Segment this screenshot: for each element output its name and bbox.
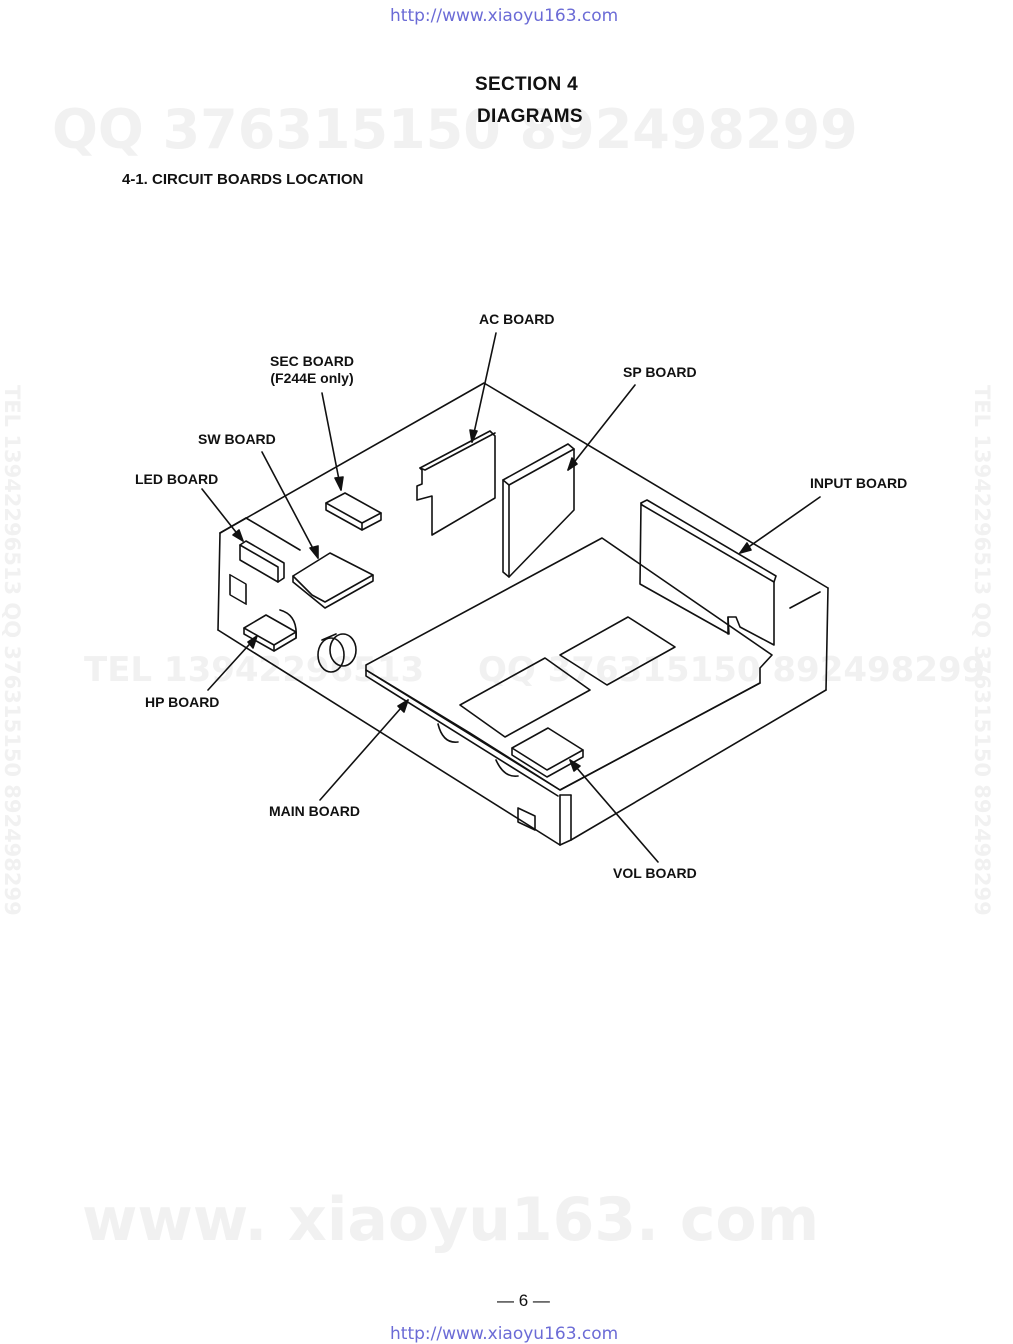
label-vol-board: VOL BOARD xyxy=(613,865,697,881)
watermark-qq-top: QQ 376315150 892498299 xyxy=(52,98,858,161)
chassis xyxy=(217,382,829,846)
label-sp-board: SP BOARD xyxy=(623,364,697,380)
label-ac-board: AC BOARD xyxy=(479,311,555,327)
sec-board xyxy=(325,492,382,531)
label-sec-board-line2: (F244E only) xyxy=(270,370,354,386)
page-number: — 6 — xyxy=(497,1291,550,1310)
subsection-title: 4-1. CIRCUIT BOARDS LOCATION xyxy=(122,171,364,188)
label-sec-board: SEC BOARD (F244E only) xyxy=(270,353,354,387)
footer-url[interactable]: http://www.xiaoyu163.com xyxy=(390,1324,619,1344)
watermark-side-left: TEL 13942296513 QQ 376315150 892498299 xyxy=(0,385,24,916)
label-hp-board: HP BOARD xyxy=(145,694,220,710)
main-board xyxy=(365,537,773,797)
led-board xyxy=(239,540,285,583)
watermark-bottom: www. xiaoyu163. com xyxy=(82,1185,820,1255)
watermark-side-right: TEL 13942296513 QQ 376315150 892498299 xyxy=(970,385,994,916)
label-sec-board-line1: SEC BOARD xyxy=(270,353,355,369)
section-title: DIAGRAMS xyxy=(477,106,583,127)
header-url[interactable]: http://www.xiaoyu163.com xyxy=(390,6,619,26)
hp-board xyxy=(243,614,297,652)
knob xyxy=(317,633,357,673)
sw-board xyxy=(292,552,374,609)
vol-board xyxy=(511,727,584,778)
sp-board xyxy=(502,443,575,578)
ac-board xyxy=(416,430,496,536)
leader-lines xyxy=(201,332,821,863)
label-input-board: INPUT BOARD xyxy=(810,475,908,491)
section-number: SECTION 4 xyxy=(475,74,578,95)
label-main-board: MAIN BOARD xyxy=(269,803,360,819)
label-sw-board: SW BOARD xyxy=(198,431,276,447)
input-board xyxy=(639,499,777,646)
label-led-board: LED BOARD xyxy=(135,471,219,487)
